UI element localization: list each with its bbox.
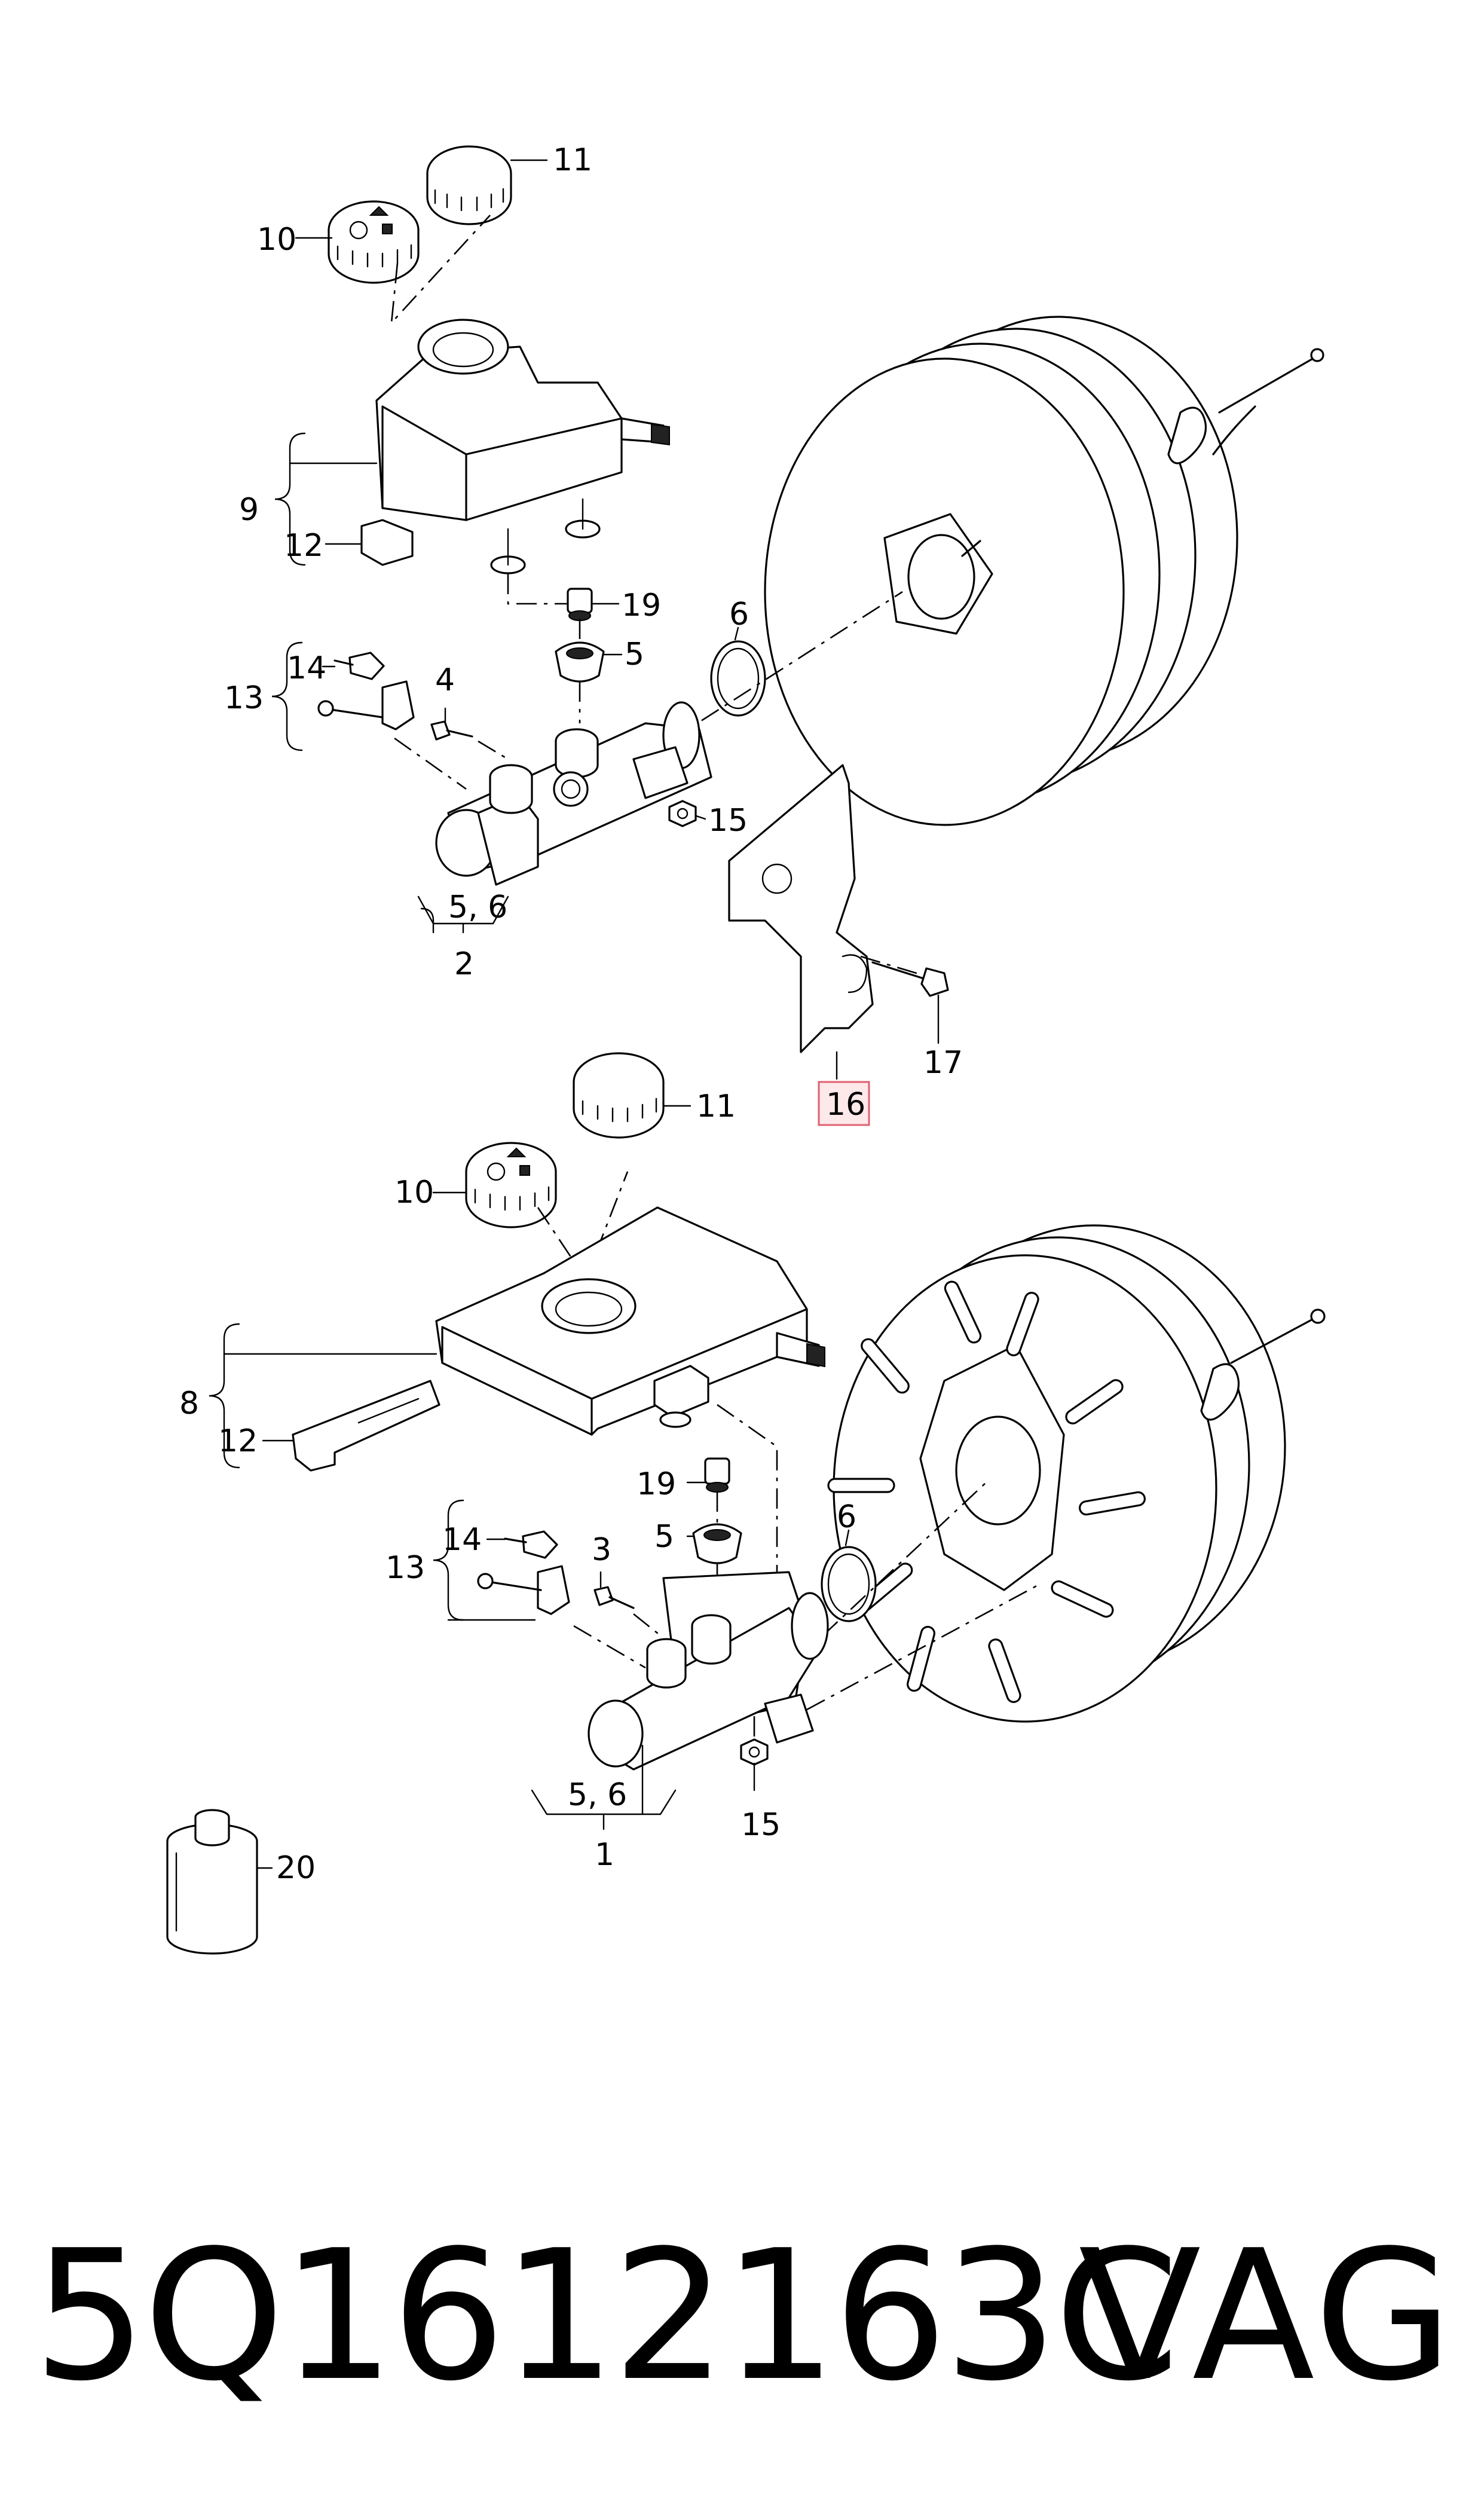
top-clip-13: [317, 680, 415, 730]
bottom-cap-11: [573, 1052, 665, 1139]
callout-bottom-6: 6: [837, 1499, 856, 1535]
callout-bottom-10: 10: [394, 1175, 434, 1210]
bottom-bracket-12: [292, 1380, 440, 1472]
callout-bottom-14: 14: [442, 1522, 482, 1558]
bottom-seal-19: [704, 1457, 730, 1493]
bottom-clip-13: [477, 1565, 570, 1615]
callout-top-4: 4: [435, 662, 455, 698]
bottom-bolt-3: [593, 1586, 635, 1609]
top-sensor-14: [333, 652, 385, 680]
footer: 5Q1612163C VAG: [33, 2218, 1455, 2415]
callout-bottom-20: 20: [276, 1850, 316, 1886]
top-reservoir: [360, 319, 670, 574]
callout-bottom-3: 3: [592, 1532, 611, 1568]
callout-bottom-15: 15: [741, 1807, 781, 1843]
callout-bottom-5: 5: [654, 1519, 674, 1555]
leaders: [209, 159, 940, 1869]
bottom-reservoir: [435, 1206, 825, 1436]
callout-bottom-1: 1: [595, 1837, 614, 1873]
bottom-assembly: [166, 1052, 1326, 1955]
top-cap-11: [426, 145, 512, 225]
callout-top-5-6: 5, 6: [448, 889, 507, 925]
top-brake-booster: [764, 316, 1324, 826]
brake-assembly-diagram: 11 10 9 12 19 6 5 14 13 4 15 5, 6 2 17 1…: [166, 142, 1326, 1955]
callout-bottom-11: 11: [696, 1089, 736, 1124]
callout-top-17: 17: [923, 1045, 963, 1081]
brand: VAG: [1078, 2212, 1455, 2420]
bottom-o-ring-6: [821, 1546, 877, 1622]
callout-top-10: 10: [257, 222, 296, 258]
callout-bottom-8: 8: [179, 1386, 199, 1421]
filter-20: [166, 1809, 258, 1955]
top-bolt-17: [871, 961, 949, 997]
callout-top-11: 11: [553, 142, 592, 178]
callout-top-5: 5: [625, 637, 644, 672]
bottom-sensor-14: [504, 1530, 558, 1559]
callout-top-16: 16: [826, 1087, 865, 1123]
top-cap-10: [328, 200, 420, 284]
part-number: 5Q1612163C: [33, 2212, 1180, 2420]
top-o-ring-6: [710, 640, 766, 717]
callout-top-15: 15: [708, 803, 748, 839]
top-nut-15: [668, 800, 697, 827]
bottom-seal-5: [692, 1523, 742, 1564]
callout-bottom-12: 12: [218, 1423, 258, 1459]
top-seal-5: [555, 641, 605, 683]
top-assembly: [317, 145, 1324, 1053]
bottom-master-cylinder: [588, 1571, 829, 1771]
callout-top-9: 9: [239, 492, 259, 528]
callout-bottom-5-6: 5, 6: [568, 1777, 627, 1813]
top-bracket-16: [728, 764, 874, 1053]
bottom-nut-15: [740, 1738, 769, 1766]
bottom-cap-10: [465, 1142, 557, 1228]
callout-bottom-13: 13: [385, 1550, 425, 1586]
bottom-brake-booster: [827, 1224, 1326, 1723]
callouts: 11 10 9 12 19 6 5 14 13 4 15 5, 6 2 17 1…: [179, 142, 963, 1886]
callout-top-6: 6: [729, 597, 749, 632]
top-bolt-4: [430, 720, 473, 741]
top-master-cylinder: [435, 701, 712, 886]
top-seal-19: [567, 588, 593, 621]
callout-top-16-highlight: [818, 1081, 870, 1126]
callout-top-12: 12: [284, 528, 323, 564]
callout-top-14: 14: [287, 650, 326, 686]
callout-bottom-19: 19: [637, 1466, 676, 1502]
callout-top-19: 19: [622, 588, 661, 623]
callout-top-2: 2: [454, 946, 474, 982]
callout-top-13: 13: [224, 680, 264, 716]
booster-ribs: [827, 1280, 1146, 1703]
